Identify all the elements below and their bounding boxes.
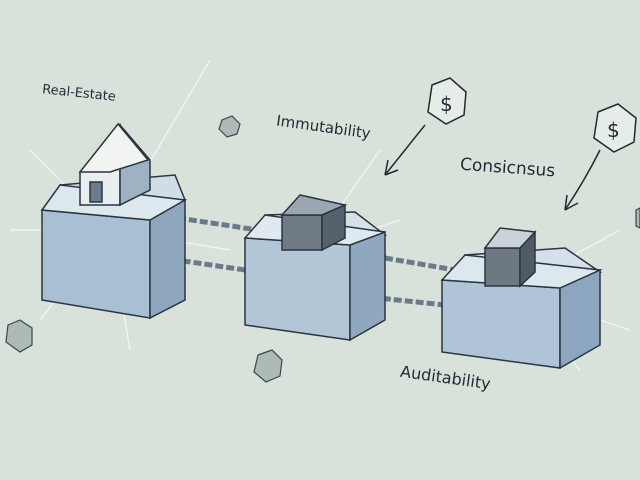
container-icon (483, 227, 537, 288)
coin-symbol-2: $ (607, 118, 620, 142)
arrows (384, 124, 601, 211)
coin-symbol-1: $ (440, 92, 453, 116)
coin-icons (427, 77, 637, 153)
floating-hexagons (5, 115, 640, 383)
chest-icon (280, 194, 348, 252)
house-icon (78, 122, 151, 207)
